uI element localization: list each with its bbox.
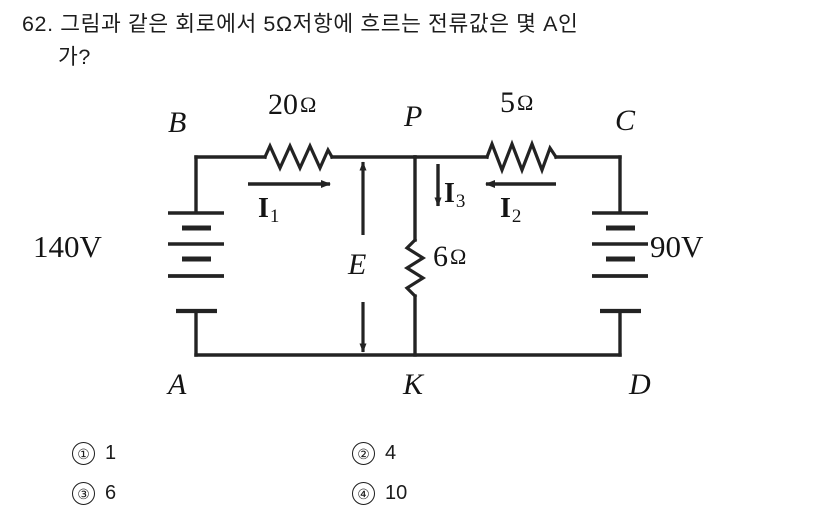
choice-4-text: 10 — [385, 482, 408, 504]
resistor-6-ohm-label: 6Ω — [433, 240, 466, 274]
battery-90v-symbol — [592, 211, 648, 314]
battery-140v-symbol — [168, 211, 224, 314]
source-140v-label: 140V — [33, 229, 102, 264]
current-i3-subscript: 3 — [455, 191, 466, 212]
resistor-5-ohm-label: 5Ω — [500, 86, 533, 120]
choice-option-2[interactable]: ② 4 — [352, 442, 396, 465]
question-line-1: 62. 그림과 같은 회로에서 5Ω저항에 흐르는 전류값은 몇 A인 — [22, 12, 579, 36]
current-label-i2: I2 — [500, 193, 521, 228]
current-i2-symbol: I — [500, 193, 511, 224]
resistor-6-ohm-value: 6 — [433, 240, 448, 273]
choice-option-4[interactable]: ④ 10 — [352, 482, 407, 505]
node-label-e: E — [348, 248, 367, 281]
node-label-d: D — [629, 368, 651, 401]
current-i1-subscript: 1 — [269, 206, 280, 227]
choice-4-marker: ④ — [352, 482, 375, 505]
current-label-i1: I1 — [258, 193, 279, 228]
question-line-2: 가? — [58, 45, 91, 69]
resistor-5-ohm-value: 5 — [500, 86, 515, 119]
choice-2-text: 4 — [385, 442, 397, 464]
choice-2-marker: ② — [352, 442, 375, 465]
choice-1-text: 1 — [105, 442, 117, 464]
resistor-20-ohm-value: 20 — [268, 88, 298, 121]
resistor-20-ohm-symbol — [262, 142, 335, 172]
circuit-schematic-svg — [168, 139, 648, 357]
node-label-a: A — [168, 368, 187, 401]
source-90v-label: 90V — [650, 229, 704, 264]
node-label-p: P — [404, 100, 423, 133]
choice-3-marker: ③ — [72, 482, 95, 505]
choice-1-marker: ① — [72, 442, 95, 465]
node-label-k: K — [403, 368, 424, 401]
current-i2-subscript: 2 — [511, 206, 522, 227]
choice-option-1[interactable]: ① 1 — [72, 442, 116, 465]
resistor-5-ohm-unit: Ω — [517, 90, 534, 115]
current-label-i3: I3 — [444, 178, 465, 213]
resistor-20-ohm-label: 20Ω — [268, 88, 316, 122]
question-stem: 62. 그림과 같은 회로에서 5Ω저항에 흐르는 전류값은 몇 A인 가? — [22, 8, 812, 74]
resistor-6-ohm-symbol — [403, 237, 427, 299]
current-i3-symbol: I — [444, 178, 455, 209]
node-label-c: C — [615, 104, 636, 137]
choice-option-3[interactable]: ③ 6 — [72, 482, 116, 505]
resistor-6-ohm-unit: Ω — [450, 244, 467, 269]
answer-choices: ① 1 ② 4 ③ 6 ④ 10 — [0, 440, 826, 519]
node-label-b: B — [168, 106, 187, 139]
circuit-diagram: B P C A K D E 20Ω 5Ω 6Ω 140V 90V I1 I2 I… — [0, 80, 826, 415]
resistor-20-ohm-unit: Ω — [300, 92, 317, 117]
resistor-5-ohm-symbol — [484, 139, 559, 175]
current-i1-symbol: I — [258, 193, 269, 224]
choice-3-text: 6 — [105, 482, 117, 504]
